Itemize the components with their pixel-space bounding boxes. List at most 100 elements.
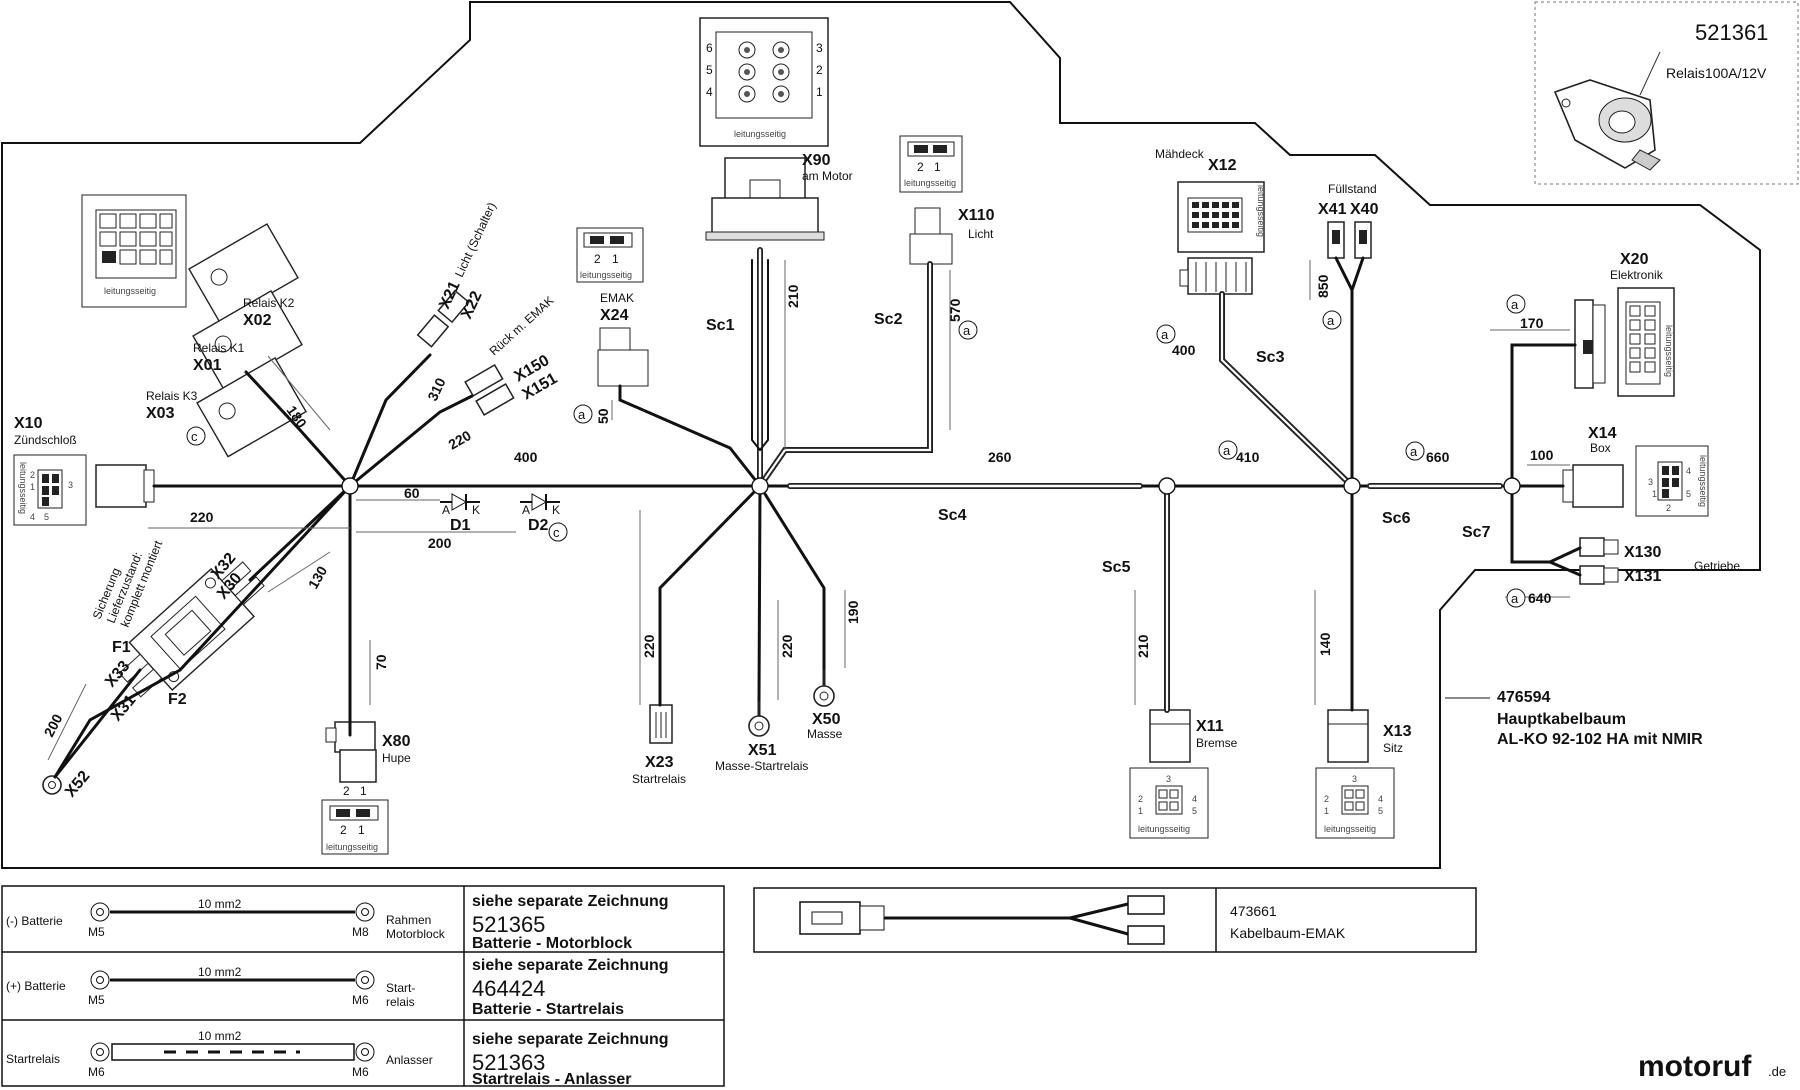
svg-text:210: 210: [1135, 634, 1151, 658]
svg-text:1: 1: [360, 784, 367, 798]
x110-connector-face: 2 1 leitungsseitig: [899, 135, 963, 193]
svg-text:X110: X110: [958, 207, 995, 224]
svg-text:570: 570: [947, 298, 963, 322]
svg-text:190: 190: [845, 600, 861, 624]
cable-labels: Sc1 Sc2 Sc3 Sc4 Sc5 Sc6 Sc7: [706, 311, 1491, 576]
svg-text:X22: X22: [458, 289, 485, 322]
svg-text:X23: X23: [645, 754, 674, 771]
svg-text:50: 50: [595, 408, 611, 424]
svg-text:Start-: Start-: [386, 981, 415, 995]
svg-text:3: 3: [68, 480, 73, 490]
svg-text:Rück m. EMAK: Rück m. EMAK: [487, 293, 557, 358]
svg-text:5: 5: [1686, 489, 1691, 499]
svg-text:Startrelais: Startrelais: [6, 1052, 60, 1066]
svg-text:X131: X131: [1624, 568, 1661, 585]
svg-text:motoruf: motoruf: [1638, 1050, 1752, 1083]
svg-text:3: 3: [816, 41, 823, 55]
svg-text:Licht: Licht: [968, 227, 994, 241]
svg-text:Füllstand: Füllstand: [1328, 182, 1377, 196]
svg-text:Relais100A/12V: Relais100A/12V: [1666, 65, 1767, 81]
svg-text:1: 1: [1138, 806, 1143, 816]
svg-text:Zündschloß: Zündschloß: [14, 433, 77, 447]
svg-text:140: 140: [1317, 632, 1333, 656]
x13-connector: X13 Sitz 3 2 1 4 5 leitungsseitig: [1315, 709, 1412, 839]
x110-connector: X110 Licht: [909, 207, 995, 265]
svg-text:leitungsseitig: leitungsseitig: [1698, 455, 1708, 507]
watermark-logo: motoruf .de: [1638, 1050, 1786, 1083]
svg-text:310: 310: [424, 375, 448, 403]
svg-text:leitungsseitig: leitungsseitig: [904, 178, 956, 188]
svg-text:X51: X51: [748, 742, 777, 759]
diode-d1: A K D1: [440, 493, 480, 534]
svg-text:a: a: [963, 323, 971, 338]
circle-markers: c c a a a a a a a a: [186, 294, 1526, 608]
svg-text:Startrelais - Anlasser: Startrelais - Anlasser: [472, 1071, 631, 1088]
svg-text:X20: X20: [1620, 251, 1649, 268]
x14-connector: X14 Box 3 1 2 4 5 leitungsseitig: [1562, 425, 1709, 517]
svg-text:Batterie - Motorblock: Batterie - Motorblock: [472, 935, 632, 952]
svg-text:3: 3: [1166, 774, 1171, 784]
svg-text:M6: M6: [88, 1065, 105, 1079]
x150-x151-connectors: X150 X151 Rück m. EMAK: [464, 293, 560, 416]
x51-ring-terminal: X51 Masse-Startrelais: [715, 700, 808, 773]
svg-text:3: 3: [1648, 477, 1653, 487]
svg-text:210: 210: [785, 284, 801, 308]
svg-text:X12: X12: [1208, 157, 1237, 174]
svg-text:X24: X24: [600, 307, 629, 324]
svg-text:4: 4: [1192, 794, 1197, 804]
svg-text:Box: Box: [1590, 441, 1611, 455]
svg-text:2: 2: [343, 784, 350, 798]
svg-text:leitungsseitig: leitungsseitig: [1324, 824, 1376, 834]
svg-text:F2: F2: [168, 691, 187, 708]
svg-text:Sitz: Sitz: [1383, 741, 1403, 755]
x50-ring-terminal: X50 Masse: [807, 668, 843, 741]
svg-text:1: 1: [1652, 489, 1657, 499]
svg-text:siehe separate Zeichnung: siehe separate Zeichnung: [472, 893, 669, 910]
svg-text:(+) Batterie: (+) Batterie: [6, 979, 66, 993]
svg-text:4: 4: [1378, 794, 1383, 804]
svg-text:200: 200: [428, 535, 452, 551]
svg-text:a: a: [1223, 443, 1231, 458]
svg-text:100: 100: [1530, 447, 1554, 463]
svg-text:2: 2: [1666, 503, 1671, 513]
svg-text:2: 2: [30, 470, 35, 480]
svg-text:A: A: [442, 503, 450, 517]
svg-text:K: K: [552, 503, 560, 517]
x41-x40-connectors: Füllstand X41 X40: [1318, 182, 1379, 259]
svg-text:X13: X13: [1383, 723, 1412, 740]
svg-text:Masse: Masse: [807, 727, 843, 741]
svg-text:(-) Batterie: (-) Batterie: [6, 914, 63, 928]
svg-text:AL-KO 92-102 HA mit NMIR: AL-KO 92-102 HA mit NMIR: [1497, 731, 1703, 748]
junction-points: [341, 477, 1521, 495]
svg-text:220: 220: [190, 509, 214, 525]
svg-text:Mähdeck: Mähdeck: [1155, 147, 1205, 161]
x12-connector: Mähdeck X12 leitungsseitig: [1155, 147, 1266, 295]
svg-text:Rahmen: Rahmen: [386, 913, 431, 927]
legend-row-1: (-) Batterie 10 mm2 M5 M8 Rahmen Motorbl…: [6, 893, 669, 952]
svg-text:1: 1: [1324, 806, 1329, 816]
svg-text:521363: 521363: [472, 1050, 545, 1075]
emak-harness-box: 473661 Kabelbaum-EMAK: [753, 887, 1477, 953]
svg-text:2: 2: [1324, 794, 1329, 804]
svg-text:X14: X14: [1588, 425, 1617, 442]
svg-text:c: c: [553, 525, 560, 540]
x11-connector: X11 Bremse 3 2 1 4 5 leitungsseitig: [1129, 709, 1238, 839]
svg-text:10 mm2: 10 mm2: [198, 965, 242, 979]
svg-text:Motorblock: Motorblock: [386, 927, 446, 941]
svg-text:c: c: [191, 429, 198, 444]
svg-text:521361: 521361: [1695, 20, 1768, 45]
svg-text:M5: M5: [88, 925, 105, 939]
svg-text:5: 5: [706, 63, 713, 77]
svg-text:Startrelais: Startrelais: [632, 772, 686, 786]
svg-text:a: a: [1410, 444, 1418, 459]
svg-text:am Motor: am Motor: [802, 169, 853, 183]
svg-text:10 mm2: 10 mm2: [198, 897, 242, 911]
svg-text:10 mm2: 10 mm2: [198, 1029, 242, 1043]
svg-text:Relais K3: Relais K3: [146, 389, 198, 403]
svg-text:X03: X03: [146, 405, 175, 422]
svg-text:4: 4: [1686, 466, 1691, 476]
relay-box: 521361 Relais100A/12V: [1534, 1, 1799, 185]
svg-text:D1: D1: [450, 517, 471, 534]
svg-text:660: 660: [1426, 449, 1450, 465]
